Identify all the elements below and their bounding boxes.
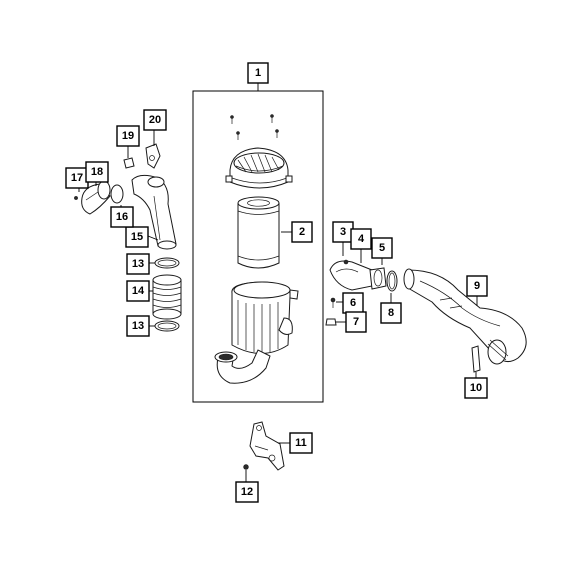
air-filter-element — [237, 196, 280, 269]
hose-clamp-lower — [154, 320, 180, 332]
callout-6: 6 — [342, 292, 364, 314]
callout-20: 20 — [143, 109, 167, 131]
svg-text:13: 13 — [132, 258, 144, 270]
svg-text:18: 18 — [91, 166, 103, 178]
svg-text:7: 7 — [353, 316, 359, 328]
svg-text:14: 14 — [132, 285, 145, 297]
svg-text:9: 9 — [474, 280, 480, 292]
bellows-hose — [152, 274, 182, 320]
mounting-bracket — [249, 421, 285, 471]
svg-text:19: 19 — [122, 130, 134, 142]
callout-13-lower: 13 — [126, 315, 150, 337]
seal-ring — [110, 184, 124, 204]
callout-14: 14 — [126, 280, 150, 302]
small-bolts — [325, 297, 337, 326]
callout-8: 8 — [380, 302, 402, 324]
airbox-housing — [214, 281, 299, 384]
svg-text:17: 17 — [71, 172, 83, 184]
inlet-duct — [403, 268, 527, 365]
callout-1: 1 — [247, 62, 269, 84]
callout-18: 18 — [85, 161, 109, 183]
callout-11: 11 — [289, 432, 313, 454]
sensor-19 — [123, 157, 135, 169]
svg-text:2: 2 — [299, 226, 305, 238]
callout-15: 15 — [125, 226, 149, 248]
svg-text:10: 10 — [470, 382, 482, 394]
callout-3: 3 — [332, 221, 354, 243]
svg-text:1: 1 — [255, 67, 261, 79]
hose-coupler — [369, 267, 387, 290]
sensor-20 — [145, 143, 161, 169]
callout-16: 16 — [110, 206, 134, 228]
callout-9: 9 — [466, 275, 488, 297]
hose-clamp-upper — [154, 257, 180, 269]
bracket-nut — [243, 464, 249, 470]
callout-7: 7 — [345, 311, 367, 333]
airbox-lid — [225, 147, 293, 189]
callout-19: 19 — [116, 125, 140, 147]
svg-text:11: 11 — [295, 437, 307, 449]
duct-clamp — [471, 345, 481, 373]
svg-text:13: 13 — [132, 320, 144, 332]
svg-text:15: 15 — [131, 231, 143, 243]
callout-13-upper: 13 — [126, 253, 150, 275]
svg-text:8: 8 — [388, 307, 394, 319]
svg-text:4: 4 — [358, 233, 365, 245]
svg-text:6: 6 — [350, 297, 356, 309]
svg-text:20: 20 — [149, 114, 161, 126]
callout-10: 10 — [464, 377, 488, 399]
svg-text:5: 5 — [379, 242, 385, 254]
throttle-adapter — [329, 259, 373, 291]
svg-text:3: 3 — [340, 226, 346, 238]
airbox-screws — [230, 114, 279, 140]
callout-2: 2 — [291, 221, 313, 243]
clamp-ring — [386, 270, 398, 292]
callout-4: 4 — [350, 228, 372, 250]
bolt-17 — [74, 196, 78, 200]
intake-tube — [131, 174, 177, 250]
callout-17: 17 — [65, 167, 89, 189]
svg-text:12: 12 — [241, 486, 253, 498]
callout-12: 12 — [235, 481, 259, 503]
svg-text:16: 16 — [116, 211, 128, 223]
callout-5: 5 — [371, 237, 393, 259]
